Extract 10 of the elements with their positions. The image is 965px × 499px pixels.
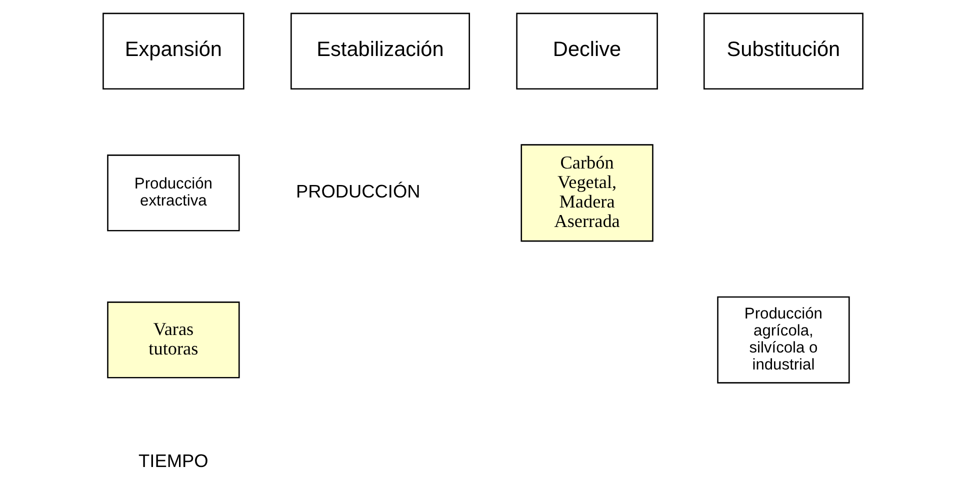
node-box: Varas tutoras [106, 302, 240, 378]
node-box: Producción extractiva [106, 154, 240, 232]
node-box: Carbón Vegetal, Madera Aserrada [520, 144, 653, 242]
label: TIEMPO [138, 450, 208, 471]
node-box: Expansión [102, 12, 244, 90]
node-box: Substitución [702, 12, 863, 90]
node-box: Declive [516, 12, 658, 90]
node-box: Estabilización [290, 12, 470, 90]
label: PRODUCCIÓN [295, 182, 420, 202]
node-box: Producción agrícola, silvícola o industrial [716, 296, 850, 384]
